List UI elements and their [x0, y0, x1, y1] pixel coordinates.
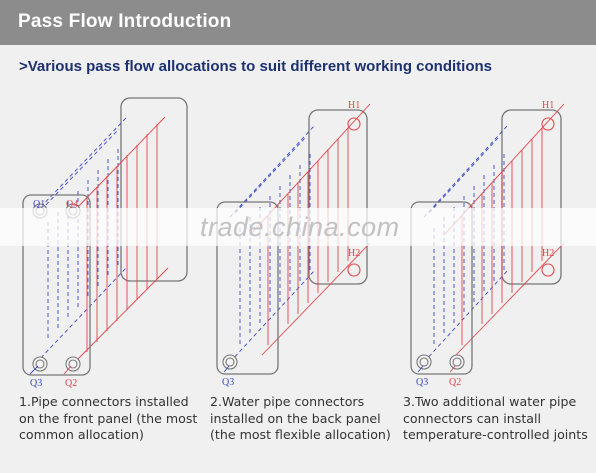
diagram-2: Q3 H1 H2 [216, 100, 371, 388]
label-h2: H2 [542, 248, 554, 259]
port-h2-icon [347, 263, 361, 277]
caption-3: 3.Two additional water pipe connectors c… [403, 394, 588, 442]
back-plate [308, 109, 368, 285]
back-plate [120, 97, 188, 282]
port-h1-icon [541, 117, 555, 131]
label-q2: Q2 [449, 377, 461, 388]
watermark-text: trade.china.com [200, 212, 400, 242]
port-h2-icon [541, 263, 555, 277]
label-q3: Q3 [222, 377, 234, 388]
port-h1-icon [347, 117, 361, 131]
label-q1: Q1 [33, 199, 45, 210]
front-plate [410, 201, 473, 375]
caption-2: 2.Water pipe connectors installed on the… [210, 394, 391, 442]
label-q3: Q3 [416, 377, 428, 388]
diagram-3: Q3 Q2 H1 H2 [410, 100, 565, 388]
label-h2: H2 [348, 248, 360, 259]
label-h1: H1 [348, 100, 360, 111]
header-bar: Pass Flow Introduction [0, 0, 596, 45]
label-q2: Q2 [65, 378, 77, 389]
label-h1: H1 [542, 100, 554, 111]
page-title: Pass Flow Introduction [18, 11, 232, 32]
caption-1: 1.Pipe connectors installed on the front… [19, 394, 198, 442]
label-q4: Q4 [66, 199, 78, 210]
front-plate [216, 201, 279, 375]
watermark-band [0, 208, 596, 246]
subtitle: >Various pass flow allocations to suit d… [19, 58, 492, 75]
front-plate [22, 194, 91, 376]
label-q3: Q3 [30, 378, 42, 389]
